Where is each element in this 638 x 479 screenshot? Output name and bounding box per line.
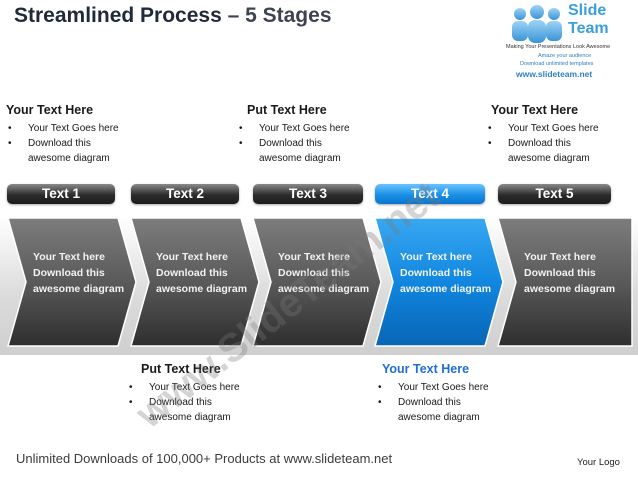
- page-title: Streamlined Process – 5 Stages: [14, 4, 332, 28]
- stage-2-text: Your Text here Download this awesome dia…: [156, 249, 247, 297]
- bullet-item: Download this: [6, 136, 119, 151]
- bullet-item: Your Text Goes here: [237, 121, 350, 136]
- stage-3-text: Your Text here Download this awesome dia…: [278, 249, 369, 297]
- block-heading: Your Text Here: [6, 103, 94, 117]
- title-main: Streamlined Process: [14, 4, 222, 27]
- bullet-item: Your Text Goes here: [127, 380, 240, 395]
- bullet-item: Your Text Goes here: [6, 121, 119, 136]
- stage-line: Your Text here: [524, 251, 596, 263]
- stage-line: awesome diagram: [278, 283, 370, 295]
- stage-line: Your Text here: [278, 251, 350, 263]
- bullet-item: Your Text Goes here: [376, 380, 489, 395]
- stage-line: awesome diagram: [156, 283, 248, 295]
- people-icon: [512, 5, 562, 43]
- title-subtitle: – 5 Stages: [221, 4, 332, 27]
- stage-line: awesome diagram: [400, 283, 492, 295]
- bottom-block-2: Your Text Here Your Text Goes here Downl…: [376, 362, 489, 425]
- stage-line: Download this: [524, 267, 596, 279]
- block-heading: Your Text Here: [491, 103, 579, 117]
- logo-tagline: Making Your Presentations Look Awesome: [506, 44, 611, 50]
- stage-line: Your Text here: [400, 251, 472, 263]
- top-block-3: Your Text Here Your Text Goes here Downl…: [486, 103, 599, 166]
- bullet-item: Download this: [237, 136, 350, 151]
- chevron-stage-1: [7, 217, 137, 347]
- footer-text: Unlimited Downloads of 100,000+ Products…: [16, 451, 393, 466]
- bottom-block-1: Put Text Here Your Text Goes here Downlo…: [127, 362, 240, 425]
- bullet-continuation: awesome diagram: [149, 412, 231, 423]
- stage-4-text: Your Text here Download this awesome dia…: [400, 249, 491, 297]
- bullet-continuation: awesome diagram: [28, 153, 110, 164]
- stage-1-text: Your Text here Download this awesome dia…: [33, 249, 124, 297]
- stage-pill-3: Text 3: [253, 184, 363, 204]
- brand-name-line2: Team: [568, 20, 609, 37]
- stage-line: awesome diagram: [524, 283, 616, 295]
- chevron-stage-5: [497, 217, 633, 347]
- stage-line: awesome diagram: [33, 283, 125, 295]
- logo-tagline-2: Amaze your audience: [538, 53, 592, 59]
- top-block-1: Your Text Here Your Text Goes here Downl…: [6, 103, 119, 166]
- logo-tagline-3: Download unlimited templates: [520, 61, 594, 67]
- stage-line: Download this: [156, 267, 228, 279]
- bullet-continuation: awesome diagram: [259, 153, 341, 164]
- chevron-stage-2: [130, 217, 260, 347]
- stage-line: Download this: [400, 267, 472, 279]
- slideteam-logo: Slide Team Making Your Presentations Loo…: [506, 2, 636, 82]
- chevron-stage-4: [374, 217, 504, 347]
- chevron-stage-3: [252, 217, 382, 347]
- bullet-continuation: awesome diagram: [508, 153, 590, 164]
- stage-5-text: Your Text here Download this awesome dia…: [524, 249, 615, 297]
- block-heading: Put Text Here: [141, 362, 221, 376]
- stage-pill-4: Text 4: [375, 184, 485, 204]
- bullet-continuation: awesome diagram: [398, 412, 480, 423]
- block-heading: Put Text Here: [247, 103, 327, 117]
- bullet-item: Your Text Goes here: [486, 121, 599, 136]
- stage-line: Your Text here: [156, 251, 228, 263]
- stage-pill-5: Text 5: [498, 184, 611, 204]
- block-heading: Your Text Here: [382, 362, 470, 376]
- stage-line: Your Text here: [33, 251, 105, 263]
- your-logo-placeholder: Your Logo: [577, 457, 620, 468]
- top-block-2: Put Text Here Your Text Goes here Downlo…: [237, 103, 350, 166]
- bullet-item: Download this: [127, 395, 240, 410]
- stage-pill-2: Text 2: [131, 184, 239, 204]
- stage-pill-1: Text 1: [7, 184, 115, 204]
- bullet-item: Download this: [376, 395, 489, 410]
- logo-url: www.slideteam.net: [516, 69, 593, 79]
- brand-name-line1: Slide: [568, 2, 607, 19]
- stage-line: Download this: [33, 267, 105, 279]
- bullet-item: Download this: [486, 136, 599, 151]
- stage-line: Download this: [278, 267, 350, 279]
